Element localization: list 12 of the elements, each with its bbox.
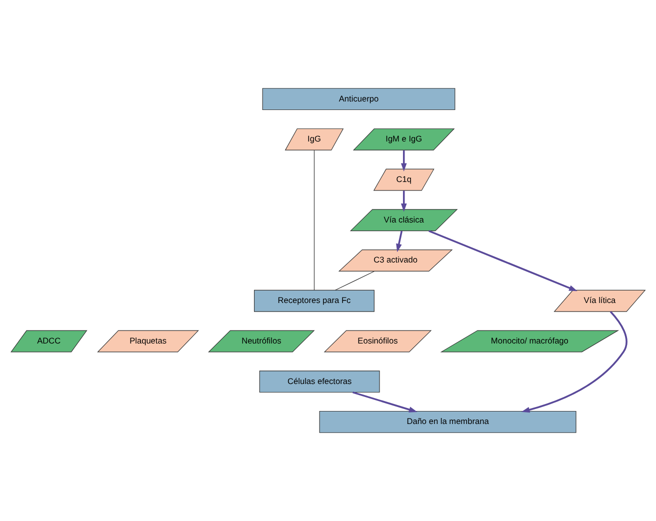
- arrow: [400, 150, 407, 172]
- connector: [314, 150, 315, 290]
- node-box: Anticuerpo: [262, 88, 456, 110]
- arrow: [428, 230, 578, 292]
- arrow: [521, 311, 628, 413]
- node-box: Células efectoras: [259, 370, 380, 393]
- arrow: [352, 391, 418, 412]
- node-box: Receptores para Fc: [254, 290, 374, 312]
- connector: [334, 270, 375, 290]
- arrow: [396, 230, 403, 252]
- node-box: Daño en la membrana: [319, 410, 576, 433]
- arrow: [400, 190, 407, 212]
